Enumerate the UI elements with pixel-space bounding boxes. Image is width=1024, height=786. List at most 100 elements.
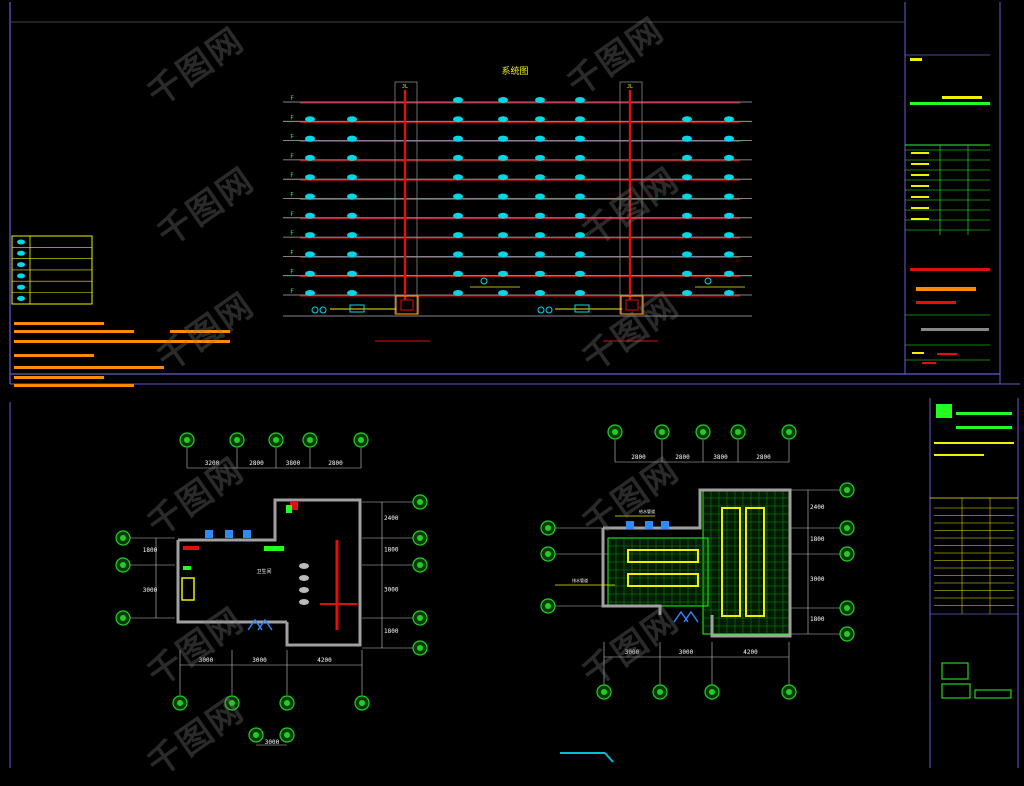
grid-bubble-dot <box>545 603 551 609</box>
sanitary-fixture <box>347 193 357 200</box>
sanitary-fixture <box>453 174 463 181</box>
dimension-text: 2800 <box>675 454 690 461</box>
floor-label: F <box>290 114 294 121</box>
sanitary-fixture <box>498 232 508 239</box>
valve-symbol <box>574 304 590 313</box>
dimension-text: 2400 <box>384 515 399 522</box>
pipe-loop <box>627 573 699 587</box>
sanitary-fixture <box>575 135 585 142</box>
title-block-text <box>911 207 929 209</box>
pump-symbol <box>400 299 414 311</box>
dimension-text: 3000 <box>384 587 399 594</box>
title-block-stamp <box>941 683 971 699</box>
sanitary-fixture <box>535 251 545 258</box>
grid-bubble-dot <box>709 689 715 695</box>
legend-symbol <box>17 262 25 268</box>
door-symbol <box>673 610 699 623</box>
legend-symbol <box>17 273 25 279</box>
title-block-text <box>911 163 929 165</box>
legend-symbol <box>17 250 25 256</box>
toilet-fixture <box>299 575 309 581</box>
sanitary-fixture <box>535 135 545 142</box>
sanitary-fixture <box>498 251 508 258</box>
tiled-floor <box>607 537 709 607</box>
design-note-text <box>14 330 134 333</box>
grid-bubble-dot <box>417 615 423 621</box>
grid-bubble-dot <box>284 700 290 706</box>
grid-bubble-dot <box>657 689 663 695</box>
dimension-text: 3000 <box>252 657 267 664</box>
dimension-text: 3000 <box>143 587 158 594</box>
toilet-fixture <box>299 599 309 605</box>
diagram-title: 系统图 <box>501 65 528 77</box>
sanitary-fixture <box>305 290 315 296</box>
dimension-text: 1800 <box>143 547 158 554</box>
sanitary-fixture <box>724 193 734 200</box>
wall <box>603 488 792 638</box>
sanitary-fixture <box>347 154 357 161</box>
grid-bubble-dot <box>120 615 126 621</box>
sanitary-fixture <box>535 116 545 123</box>
grid-bubble-dot <box>844 525 850 531</box>
dimension-text: 4200 <box>317 657 332 664</box>
dimension-text: 2800 <box>631 454 646 461</box>
pump-box <box>620 295 644 315</box>
fixture-basin <box>626 521 634 529</box>
pipe-riser-symbol <box>290 502 298 510</box>
floor-label: F <box>290 249 294 256</box>
sanitary-fixture <box>682 232 692 239</box>
pipe-loop <box>721 507 741 617</box>
sanitary-fixture <box>575 193 585 200</box>
sanitary-fixture <box>347 290 357 296</box>
dimension-text: 3000 <box>810 576 825 583</box>
sanitary-fixture <box>498 193 508 200</box>
dimension-text: 4200 <box>743 649 758 656</box>
dimension-text: 3000 <box>199 657 214 664</box>
sanitary-fixture <box>453 135 463 142</box>
floor-label: F <box>290 288 294 295</box>
sanitary-fixture <box>724 154 734 161</box>
sanitary-fixture <box>498 97 508 103</box>
sanitary-fixture <box>347 135 357 142</box>
grid-bubble-dot <box>273 437 279 443</box>
gauge-symbol <box>319 306 327 314</box>
title-block-text <box>942 96 982 99</box>
dimension-text: 2800 <box>756 454 771 461</box>
sanitary-fixture <box>453 154 463 161</box>
dimension-text: 2800 <box>249 460 264 467</box>
sanitary-fixture <box>305 174 315 181</box>
design-note-text <box>170 340 230 343</box>
sanitary-fixture <box>535 174 545 181</box>
fixture-symbol <box>264 546 284 551</box>
title-block-text <box>921 328 989 331</box>
grid-bubble-dot <box>786 689 792 695</box>
sanitary-fixture <box>453 97 463 103</box>
grid-bubble-dot <box>844 605 850 611</box>
valve-symbol <box>349 304 365 313</box>
title-block-text <box>922 362 936 364</box>
sanitary-fixture <box>575 270 585 277</box>
section-marker <box>604 752 614 763</box>
wall <box>178 498 362 647</box>
sanitary-fixture <box>724 174 734 181</box>
title-block-stamp <box>974 689 1012 699</box>
sanitary-fixture <box>575 154 585 161</box>
dimension-text: 3800 <box>286 460 301 467</box>
sanitary-fixture <box>724 290 734 296</box>
sanitary-fixture <box>305 212 315 219</box>
floor-label: F <box>290 230 294 237</box>
sanitary-fixture <box>575 290 585 296</box>
title-block-text <box>937 353 957 355</box>
pump-box <box>395 295 419 315</box>
grid-bubble-dot <box>612 429 618 435</box>
title-block-text <box>956 426 1012 429</box>
title-block-stamp <box>941 662 969 680</box>
sanitary-fixture <box>305 251 315 258</box>
gauge-symbol <box>545 306 553 314</box>
gauge-symbol <box>480 277 488 285</box>
grid-bubble-dot <box>358 437 364 443</box>
fixture-basin <box>225 530 233 538</box>
sanitary-fixture <box>498 116 508 123</box>
pipe-riser-symbol <box>286 505 292 513</box>
